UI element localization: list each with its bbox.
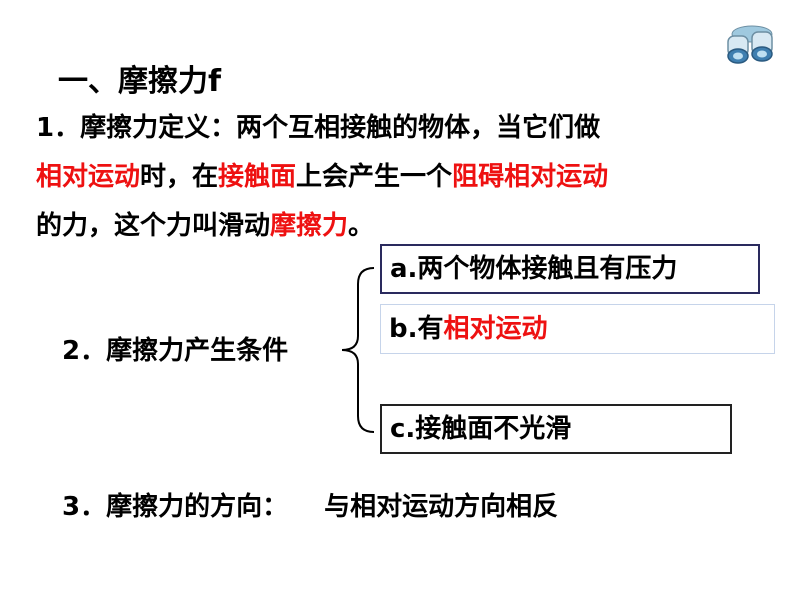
definition-text: 的力，这个力叫滑动 bbox=[36, 211, 271, 241]
definition-paragraph: 1．摩擦力定义：两个互相接触的物体，当它们做 相对运动时，在接触面上会产生一个阻… bbox=[36, 104, 756, 251]
condition-b-prefix: b.有 bbox=[389, 314, 444, 344]
direction-label: 3．摩擦力的方向： bbox=[62, 492, 289, 522]
definition-text: 。 bbox=[348, 211, 375, 241]
condition-b-keyword: 相对运动 bbox=[443, 314, 548, 344]
direction-value: 与相对运动方向相反 bbox=[324, 492, 559, 522]
condition-c-text: c.接触面不光滑 bbox=[390, 414, 572, 444]
definition-text: 时，在 bbox=[140, 162, 219, 192]
conditions-label: 2．摩擦力产生条件 bbox=[62, 336, 289, 366]
curly-brace bbox=[330, 262, 380, 442]
direction-line: 3．摩擦力的方向： 与相对运动方向相反 bbox=[62, 486, 558, 523]
keyword-relative-motion: 相对运动 bbox=[36, 162, 141, 192]
binoculars-icon bbox=[722, 20, 780, 72]
condition-a-text: a.两个物体接触且有压力 bbox=[390, 254, 678, 284]
condition-c-box: c.接触面不光滑 bbox=[380, 404, 732, 454]
definition-line1: 1．摩擦力定义：两个互相接触的物体，当它们做 bbox=[36, 113, 601, 143]
keyword-contact-surface: 接触面 bbox=[218, 162, 297, 192]
condition-a-box: a.两个物体接触且有压力 bbox=[380, 244, 760, 294]
keyword-friction: 摩擦力 bbox=[270, 211, 349, 241]
section-title: 一、摩擦力f bbox=[58, 64, 222, 99]
condition-b-box: b.有相对运动 bbox=[380, 304, 775, 354]
keyword-hinder-relative-motion: 阻碍相对运动 bbox=[452, 162, 609, 192]
definition-text: 上会产生一个 bbox=[296, 162, 453, 192]
